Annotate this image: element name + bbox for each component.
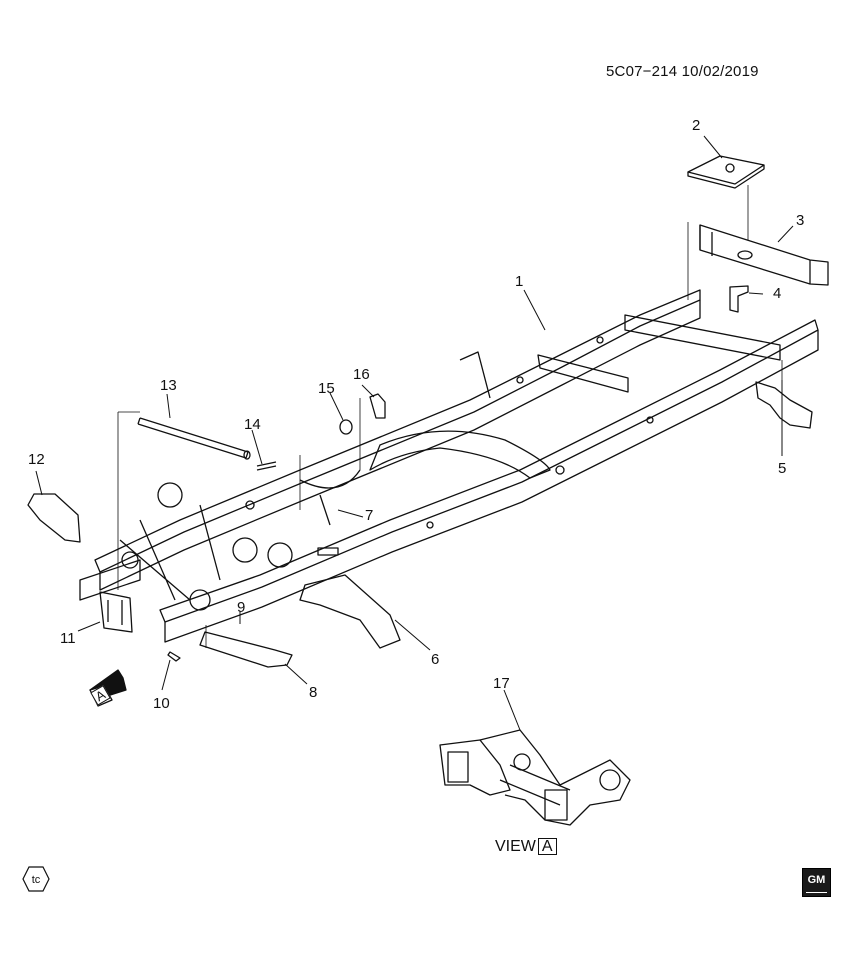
view-label-letter: A [537,838,557,855]
tc-badge-text: tc [32,874,41,886]
callout-5: 5 [778,460,787,477]
callout-1: 1 [515,273,524,290]
part-13-tube [137,417,249,459]
document-id: 5C07−214 10/02/2019 [606,63,759,80]
part-16-bolt [369,393,386,419]
part-11-mount [99,591,133,633]
part-15-nut [339,419,353,435]
frame-left-rail [94,289,701,591]
part-14-stud [256,461,277,471]
view-a-assembly [439,729,631,826]
part-2-plate [687,155,765,189]
callout-2: 2 [692,117,701,134]
part-12-bracket [27,493,81,543]
part-6-trans-support [299,574,401,649]
callout-7: 7 [365,507,374,524]
callout-10: 10 [153,695,170,712]
part-3-rear-crossmember [699,224,829,286]
part-8-skid-plate [199,631,293,668]
callout-17: 17 [493,675,510,692]
part-4-bracket [729,285,749,313]
leader-lines [35,135,794,731]
gm-logo: GM [802,868,831,897]
part-5-hanger [755,381,813,429]
callout-6: 6 [431,651,440,668]
view-label-prefix: VIEW [495,838,536,855]
callout-3: 3 [796,212,805,229]
callout-8: 8 [309,684,318,701]
callout-11: 11 [60,630,76,647]
callout-15: 15 [318,380,335,397]
callout-14: 14 [244,416,261,433]
frame-crossmembers [79,314,781,611]
callout-16: 16 [353,366,370,383]
part-10-bolt [167,651,181,662]
tc-badge-icon: tc [22,866,50,892]
guide-lines [117,185,783,648]
frame-right-rail [159,319,819,643]
callout-4: 4 [773,285,782,302]
callout-13: 13 [160,377,177,394]
callout-12: 12 [28,451,45,468]
callout-9: 9 [237,599,246,616]
